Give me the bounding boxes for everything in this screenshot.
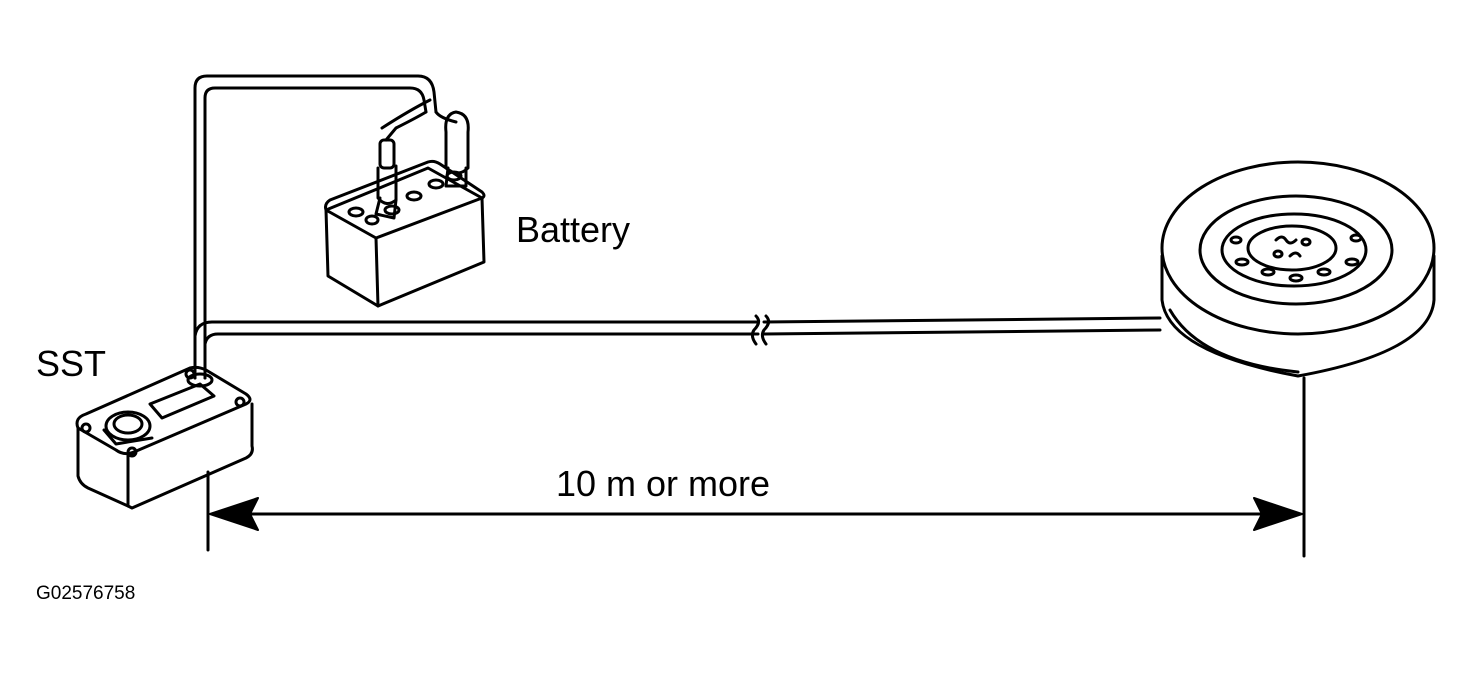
arrowhead-left [209,497,259,531]
distance-label: 10 m or more [556,463,771,504]
battery-label: Battery [516,209,631,250]
distance-dimension [206,376,1306,558]
figure-id: G02576758 [36,583,136,604]
sensor-cable [193,314,1162,380]
sst-device [75,365,254,510]
battery [324,110,486,308]
battery-cable [193,74,458,380]
arrowhead-right [1253,497,1303,531]
sst-label: SST [36,343,107,384]
tire [1160,160,1436,378]
